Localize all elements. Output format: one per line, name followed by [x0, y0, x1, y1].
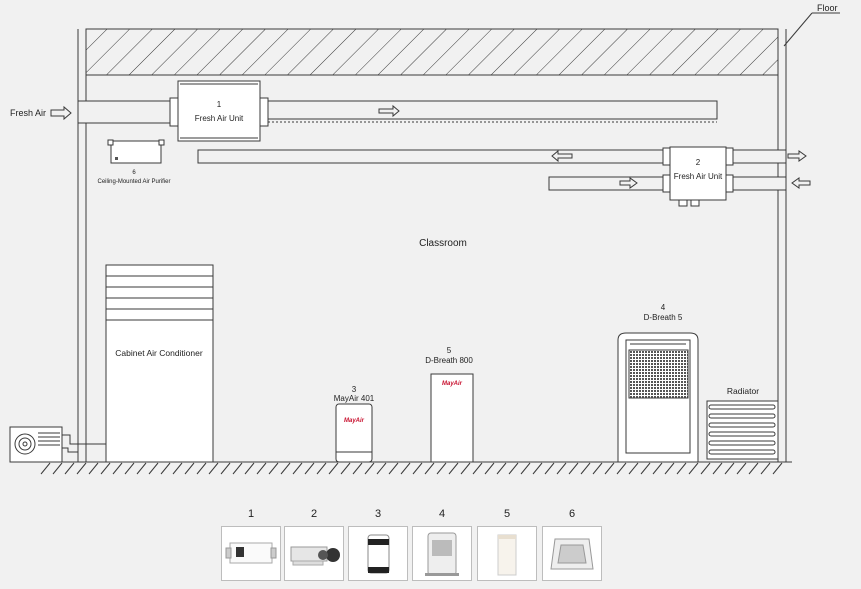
unit2-name: Fresh Air Unit — [674, 172, 723, 181]
supply-duct-main — [267, 100, 718, 120]
fresh-air-unit-1 — [169, 80, 269, 142]
intake-duct — [77, 100, 171, 124]
mayair-401-name: MayAir 401 — [334, 394, 375, 403]
intake-duct-right — [732, 176, 787, 191]
d-breath-5-name: D-Breath 5 — [644, 313, 683, 322]
purifier-name: Ceiling-Mounted Air Purifier — [97, 179, 170, 185]
outdoor-in-arrow — [791, 177, 811, 189]
fresh-air-label: Fresh Air — [10, 108, 46, 118]
fresh-air-inlet-arrow — [50, 105, 72, 121]
d-breath-800-device: MayAir — [430, 373, 474, 463]
exhaust-duct-right — [732, 149, 787, 164]
mayair-401-number: 3 — [352, 385, 357, 394]
radiator — [706, 400, 779, 460]
unit1-name: Fresh Air Unit — [195, 114, 244, 123]
return-duct — [197, 149, 672, 164]
thumb-d-breath-5 — [412, 526, 472, 581]
thumb-1-number: 1 — [247, 508, 255, 520]
unit2-number: 2 — [696, 158, 701, 167]
exhaust-out-arrow — [787, 150, 807, 162]
thumb-fresh-air-unit-1 — [221, 526, 281, 581]
purifier-number: 6 — [132, 170, 136, 176]
thumb-4-number: 4 — [438, 508, 446, 520]
mayair-401-brand: MayAir — [344, 418, 365, 424]
cabinet-ac-label: Cabinet Air Conditioner — [115, 348, 203, 358]
d-breath-800-number: 5 — [447, 346, 452, 355]
thumb-2-number: 2 — [310, 508, 318, 520]
thumb-mayair-401 — [348, 526, 408, 581]
d-breath-5-device — [617, 332, 699, 463]
d-breath-800-name: D-Breath 800 — [425, 356, 473, 365]
mayair-401-device: MayAir — [335, 403, 373, 463]
floor-label: Floor — [817, 3, 838, 13]
outdoor-ac-unit — [9, 426, 106, 463]
ceiling-air-purifier — [107, 139, 165, 164]
thumb-fresh-air-unit-2 — [284, 526, 344, 581]
thumb-6-number: 6 — [568, 508, 576, 520]
lower-duct — [548, 176, 672, 191]
unit1-number: 1 — [217, 100, 222, 109]
ceiling-slab — [85, 28, 779, 76]
ground — [40, 461, 792, 475]
radiator-label: Radiator — [727, 386, 759, 396]
cabinet-air-conditioner — [105, 264, 214, 463]
supply-flow-arrow — [378, 104, 400, 118]
thumb-ceiling-purifier — [542, 526, 602, 581]
fresh-air-unit-2 — [662, 146, 734, 207]
thumb-d-breath-800 — [477, 526, 537, 581]
return-flow-arrow — [551, 149, 573, 163]
d-breath-5-number: 4 — [661, 303, 666, 312]
classroom-label: Classroom — [419, 238, 467, 249]
d-breath-800-brand: MayAir — [442, 381, 463, 387]
lower-flow-arrow — [619, 177, 638, 189]
thumb-5-number: 5 — [503, 508, 511, 520]
thumb-3-number: 3 — [374, 508, 382, 520]
